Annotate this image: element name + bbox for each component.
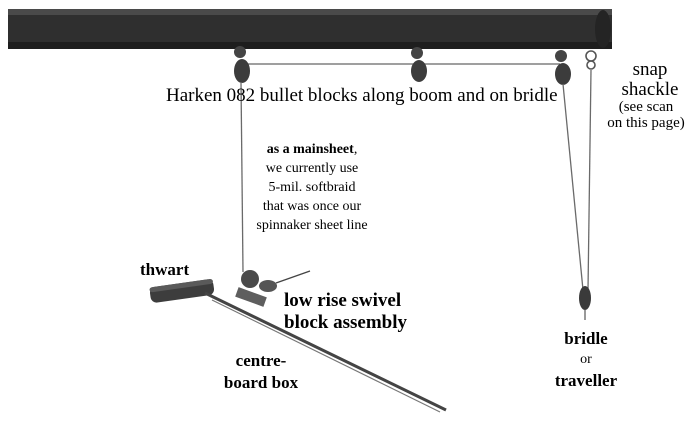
bridle-line-3: traveller <box>554 371 618 390</box>
mainsheet-line-4: that was once our <box>262 199 362 214</box>
bullet-block-middle <box>411 47 427 82</box>
see-scan-line-2: on this page) <box>607 114 685 131</box>
see-scan-line-1: (see scan <box>618 99 674 115</box>
boom <box>8 9 612 49</box>
mainsheet-bold: as a mainsheet <box>266 142 354 157</box>
bridle-line-a <box>562 83 584 291</box>
shackle-label: shackle <box>621 78 679 100</box>
swivel-line-2: block assembly <box>284 312 407 333</box>
swivel-block-assembly <box>235 270 311 307</box>
bridle-line-b <box>587 69 592 291</box>
snap-label: snap <box>632 59 668 80</box>
blocks-label: Harken 082 bullet blocks along boom and … <box>166 85 558 106</box>
centre-line-2: board box <box>223 373 299 392</box>
mainsheet-line-1: as a mainsheet, <box>232 140 392 159</box>
thwart-label: thwart <box>140 260 190 279</box>
see-scan-note: (see scan on this page) <box>603 99 689 132</box>
thwart <box>149 279 215 303</box>
mainsheet-comma: , <box>353 142 358 157</box>
bridle-or: or <box>580 352 592 367</box>
mainsheet-line-5: spinnaker sheet line <box>256 218 368 233</box>
bullet-block-right <box>555 50 571 85</box>
bridle-label: bridle or traveller <box>546 328 626 391</box>
mainsheet-note: as a mainsheet, we currently use 5-mil. … <box>232 140 392 235</box>
mainsheet-line-3: 5-mil. softbraid <box>268 180 356 195</box>
centreboard-label: centre- board box <box>216 350 306 394</box>
snap-shackle-label: snap shackle <box>620 60 680 100</box>
mainsheet-line <box>240 81 244 273</box>
snap-shackle-icon <box>585 50 597 70</box>
bullet-block-left <box>234 46 250 83</box>
centre-line-1: centre- <box>235 351 287 370</box>
mainsheet-line-2: we currently use <box>265 161 359 176</box>
bridle-line-1: bridle <box>564 329 608 348</box>
centreboard-box <box>204 291 447 413</box>
swivel-label: low rise swivel block assembly <box>284 290 407 334</box>
swivel-line-1: low rise swivel <box>284 290 402 311</box>
traveller-block <box>579 286 591 320</box>
